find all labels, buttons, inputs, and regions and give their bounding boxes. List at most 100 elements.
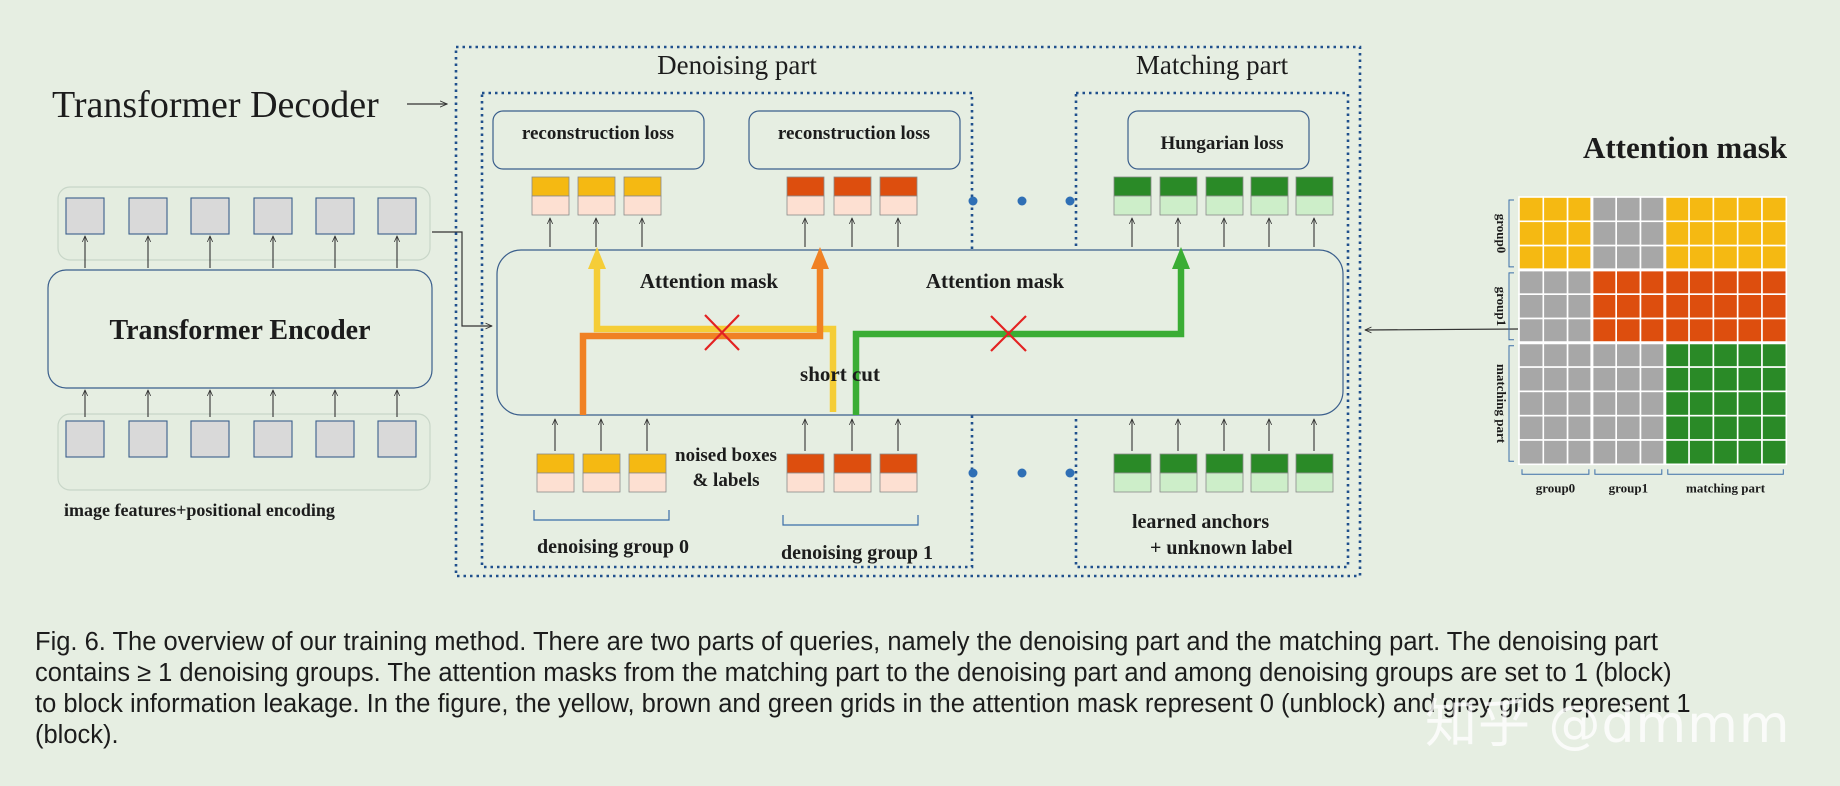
mask-cell (1761, 414, 1788, 441)
attention-mask-matrix (1518, 196, 1788, 466)
mask-cell (1615, 220, 1642, 247)
mask-cell (1664, 341, 1690, 368)
mask-to-decoder-connector (1365, 329, 1519, 330)
output-token-matching-light-cell (1113, 195, 1152, 216)
mask-cell (1664, 390, 1690, 417)
output-token-matching-colored-cell (1159, 176, 1198, 197)
output-token-group0-colored-cell (623, 176, 662, 197)
mask-cell (1615, 414, 1642, 441)
matching-part-title: Matching part (1136, 50, 1289, 80)
mask-cell (1688, 220, 1715, 247)
mask-cell (1664, 269, 1690, 295)
mask-row-bracket (1508, 345, 1514, 462)
mask-cell (1518, 341, 1545, 368)
mask-cell (1712, 269, 1739, 295)
image-feature-token (128, 420, 168, 458)
input-token-group0-light-cell (628, 472, 667, 493)
mask-cell (1639, 414, 1666, 441)
mask-cell (1615, 439, 1642, 466)
mask-cell (1688, 293, 1715, 320)
mask-cell (1688, 366, 1715, 393)
output-token-group0-colored-cell (531, 176, 570, 197)
denoising-group1-bracket (782, 515, 919, 526)
mask-row-label: group0 (1494, 214, 1509, 254)
mask-cell (1591, 366, 1618, 393)
output-token-matching-light-cell (1159, 195, 1198, 216)
flow-yellow-path (593, 267, 837, 412)
mask-cell (1615, 341, 1642, 368)
output-token-group1-light-cell (879, 195, 918, 216)
reconstruction-loss-box-0 (492, 110, 705, 170)
mask-cell (1542, 196, 1569, 223)
mask-cell (1542, 269, 1569, 295)
input-token-matching-light-cell (1295, 472, 1334, 493)
mask-cell (1712, 196, 1739, 223)
mask-cell (1664, 317, 1690, 344)
mask-cell (1712, 439, 1739, 466)
mask-cell (1761, 220, 1788, 247)
mask-cell (1736, 269, 1763, 295)
input-token-matching-colored-cell (1295, 453, 1334, 474)
mask-cell (1736, 317, 1763, 344)
mask-cell (1712, 293, 1739, 320)
mask-cell (1761, 244, 1788, 271)
input-token-group1-colored-cell (833, 453, 872, 474)
mask-cell (1664, 244, 1690, 271)
transformer-encoder-label: Transformer Encoder (109, 315, 370, 346)
encoder-arrows (85, 236, 397, 417)
output-token-group0-light-cell (577, 195, 616, 216)
mask-cell (1542, 220, 1569, 247)
input-token-group0-colored-cell (628, 453, 667, 474)
denoising-group0-label: denoising group 0 (537, 536, 689, 558)
decoder-dotted-frame (454, 45, 1362, 578)
image-feature-tokens (65, 420, 417, 458)
output-token-group0-light-cell (623, 195, 662, 216)
transformer-encoder-box (47, 269, 433, 389)
mask-cell (1712, 414, 1739, 441)
flow-orange-arrowhead (811, 247, 829, 269)
learned-anchors-label-line1: learned anchors (1132, 511, 1269, 533)
mask-cell (1591, 317, 1618, 344)
encoder-output-token (377, 197, 417, 235)
mask-cell (1639, 220, 1666, 247)
mask-cell (1615, 317, 1642, 344)
denoising-part-frame (480, 91, 974, 569)
mask-cell (1712, 220, 1739, 247)
mask-cell (1518, 220, 1545, 247)
input-token-matching-colored-cell (1113, 453, 1152, 474)
flow-green-arrowhead (1172, 247, 1190, 269)
mask-cell (1761, 366, 1788, 393)
mask-cell (1736, 390, 1763, 417)
mask-cell (1639, 196, 1666, 223)
blocked-cross-1 (704, 314, 740, 351)
encoder-to-decoder-connector (432, 231, 492, 326)
mask-cell (1712, 317, 1739, 344)
caption-line-4: (block). (35, 721, 119, 749)
mask-cell (1542, 414, 1569, 441)
mask-cell (1591, 269, 1618, 295)
encoder-output-token (315, 197, 355, 235)
input-token-group1-colored-cell (879, 453, 918, 474)
watermark-text: 知乎 @dmmm (1425, 695, 1791, 755)
mask-cell (1566, 196, 1593, 223)
mask-cell (1639, 269, 1666, 295)
input-token-group0-light-cell (536, 472, 575, 493)
mask-cell (1688, 439, 1715, 466)
mask-cell (1591, 196, 1618, 223)
mask-cell (1518, 317, 1545, 344)
noised-boxes-label-line1: noised boxes (675, 445, 777, 466)
mask-row-label: group1 (1494, 287, 1509, 327)
encoder-output-token (253, 197, 293, 235)
mask-cell (1566, 244, 1593, 271)
output-token-matching-colored-cell (1295, 176, 1334, 197)
learned-anchors-label-line2: + unknown label (1150, 537, 1293, 559)
mask-cell (1615, 293, 1642, 320)
mask-cell (1639, 341, 1666, 368)
attention-mask-label-matching: Attention mask (926, 269, 1065, 293)
mask-cell (1761, 317, 1788, 344)
encoder-output-tokens (65, 197, 417, 235)
output-token-matching-light-cell (1295, 195, 1334, 216)
figure-caption: Fig. 6. The overview of our training met… (35, 627, 1825, 751)
mask-cell (1542, 317, 1569, 344)
